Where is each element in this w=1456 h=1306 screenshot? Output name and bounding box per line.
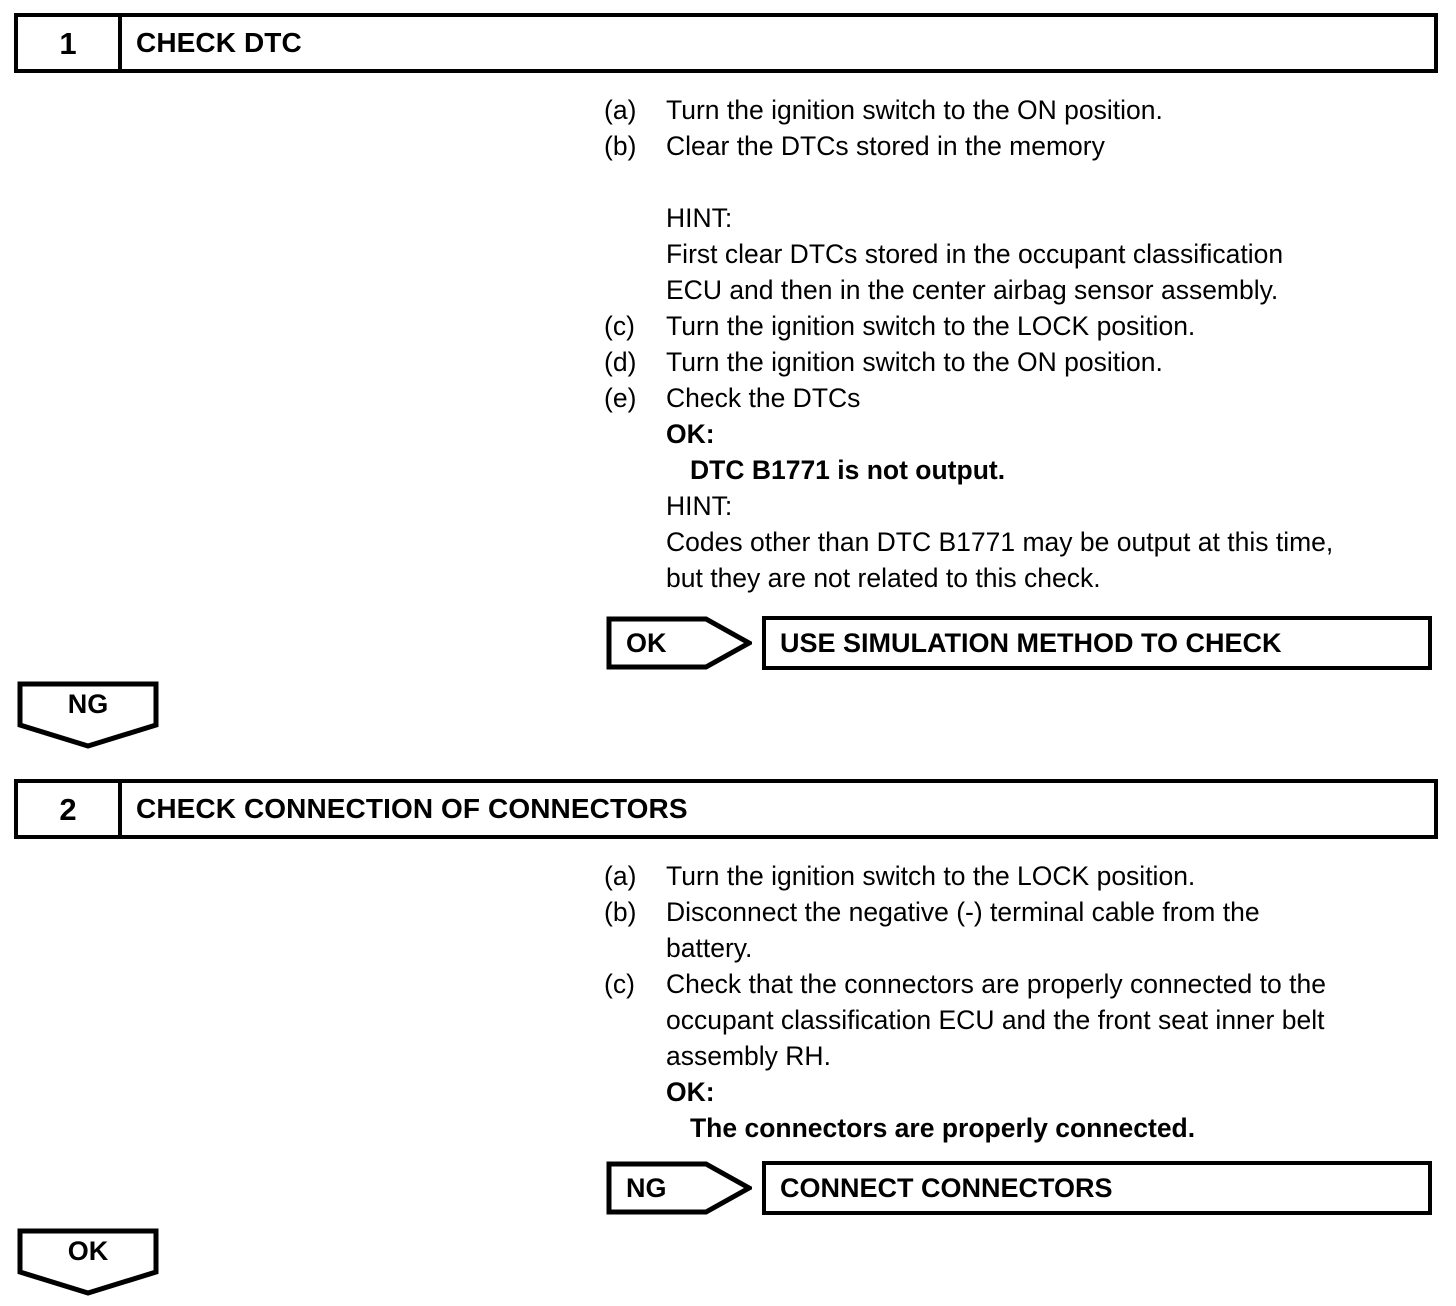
step-2-header: 2 CHECK CONNECTION OF CONNECTORS [14, 779, 1438, 839]
procedure-item: (c) Check that the connectors are proper… [604, 966, 1444, 1002]
procedure-item: (b) Disconnect the negative (-) terminal… [604, 894, 1444, 930]
hint-text-line: but they are not related to this check. [604, 560, 1444, 596]
ok-criteria-heading: OK: [604, 416, 1444, 452]
step-2-result-tag: NG [626, 1173, 667, 1203]
procedure-label: (b) [604, 131, 637, 161]
step-2-result-action: CONNECT CONNECTORS [762, 1161, 1432, 1215]
ok-criteria-value: DTC B1771 is not output. [604, 452, 1444, 488]
hint-label: HINT: [666, 203, 733, 233]
step-1-result-action: USE SIMULATION METHOD TO CHECK [762, 616, 1432, 670]
ok-value-text: The connectors are properly connected. [690, 1113, 1196, 1143]
procedure-text: Check that the connectors are properly c… [666, 969, 1326, 999]
procedure-item: (d) Turn the ignition switch to the ON p… [604, 344, 1444, 380]
procedure-spacer [604, 164, 1444, 200]
procedure-item: (e) Check the DTCs [604, 380, 1444, 416]
hint-text-line: ECU and then in the center airbag sensor… [604, 272, 1444, 308]
hint-heading: HINT: [604, 200, 1444, 236]
hint-label: HINT: [666, 491, 733, 521]
procedure-label: (b) [604, 897, 637, 927]
procedure-text: Turn the ignition switch to the ON posit… [666, 95, 1163, 125]
step-1-result-arrow: OK [606, 616, 752, 670]
procedure-item: (a) Turn the ignition switch to the LOCK… [604, 858, 1444, 894]
arrow-right-icon [606, 616, 752, 670]
step-1-procedure-list: (a) Turn the ignition switch to the ON p… [604, 92, 1444, 596]
procedure-text: Check the DTCs [666, 383, 861, 413]
hint-text: First clear DTCs stored in the occupant … [666, 239, 1284, 269]
step-2-ok-label: OK [67, 1236, 109, 1266]
step-1-title: CHECK DTC [136, 27, 302, 58]
procedure-text: Disconnect the negative (-) terminal cab… [666, 897, 1260, 927]
step-2-result-row: NG CONNECT CONNECTORS [606, 1161, 1432, 1215]
procedure-wrap-line: occupant classification ECU and the fron… [604, 1002, 1444, 1038]
procedure-wrap-line: battery. [604, 930, 1444, 966]
procedure-text: Turn the ignition switch to the LOCK pos… [666, 861, 1196, 891]
step-1-ng-label: NG [67, 689, 109, 719]
step-1-number: 1 [18, 17, 122, 69]
procedure-text: Turn the ignition switch to the ON posit… [666, 347, 1163, 377]
step-1-result-action-label: USE SIMULATION METHOD TO CHECK [780, 627, 1282, 658]
hint-text-line: First clear DTCs stored in the occupant … [604, 236, 1444, 272]
hint-heading: HINT: [604, 488, 1444, 524]
procedure-text: battery. [666, 933, 753, 963]
step-1-header: 1 CHECK DTC [14, 13, 1438, 73]
ok-label: OK: [666, 1077, 715, 1107]
ok-label: OK: [666, 419, 715, 449]
procedure-item: (a) Turn the ignition switch to the ON p… [604, 92, 1444, 128]
procedure-text: Turn the ignition switch to the LOCK pos… [666, 311, 1196, 341]
ok-criteria-value: The connectors are properly connected. [604, 1110, 1444, 1146]
step-2-result-action-label: CONNECT CONNECTORS [780, 1172, 1113, 1203]
procedure-label: (e) [604, 383, 637, 413]
hint-text: but they are not related to this check. [666, 563, 1101, 593]
procedure-text: Clear the DTCs stored in the memory [666, 131, 1105, 161]
procedure-label: (a) [604, 861, 637, 891]
procedure-item: (c) Turn the ignition switch to the LOCK… [604, 308, 1444, 344]
procedure-wrap-line: assembly RH. [604, 1038, 1444, 1074]
arrow-right-icon [606, 1161, 752, 1215]
step-2-result-arrow: NG [606, 1161, 752, 1215]
hint-text-line: Codes other than DTC B1771 may be output… [604, 524, 1444, 560]
procedure-item: (b) Clear the DTCs stored in the memory [604, 128, 1444, 164]
procedure-label: (d) [604, 347, 637, 377]
hint-text: Codes other than DTC B1771 may be output… [666, 527, 1334, 557]
ok-criteria-heading: OK: [604, 1074, 1444, 1110]
pentagon-down-icon [17, 1228, 159, 1296]
step-2-procedure-list: (a) Turn the ignition switch to the LOCK… [604, 858, 1444, 1146]
pentagon-down-icon [17, 681, 159, 749]
procedure-text: occupant classification ECU and the fron… [666, 1005, 1325, 1035]
step-1-ng-connector: NG [17, 681, 159, 749]
step-2-title: CHECK CONNECTION OF CONNECTORS [136, 793, 688, 824]
step-1-result-row: OK USE SIMULATION METHOD TO CHECK [606, 616, 1432, 670]
ok-value-text: DTC B1771 is not output. [690, 455, 1006, 485]
procedure-label: (c) [604, 969, 635, 999]
procedure-label: (a) [604, 95, 637, 125]
step-1-result-tag: OK [626, 628, 667, 658]
procedure-text: assembly RH. [666, 1041, 831, 1071]
procedure-label: (c) [604, 311, 635, 341]
step-2-number: 2 [18, 783, 122, 835]
hint-text: ECU and then in the center airbag sensor… [666, 275, 1279, 305]
step-2-ok-connector: OK [17, 1228, 159, 1296]
